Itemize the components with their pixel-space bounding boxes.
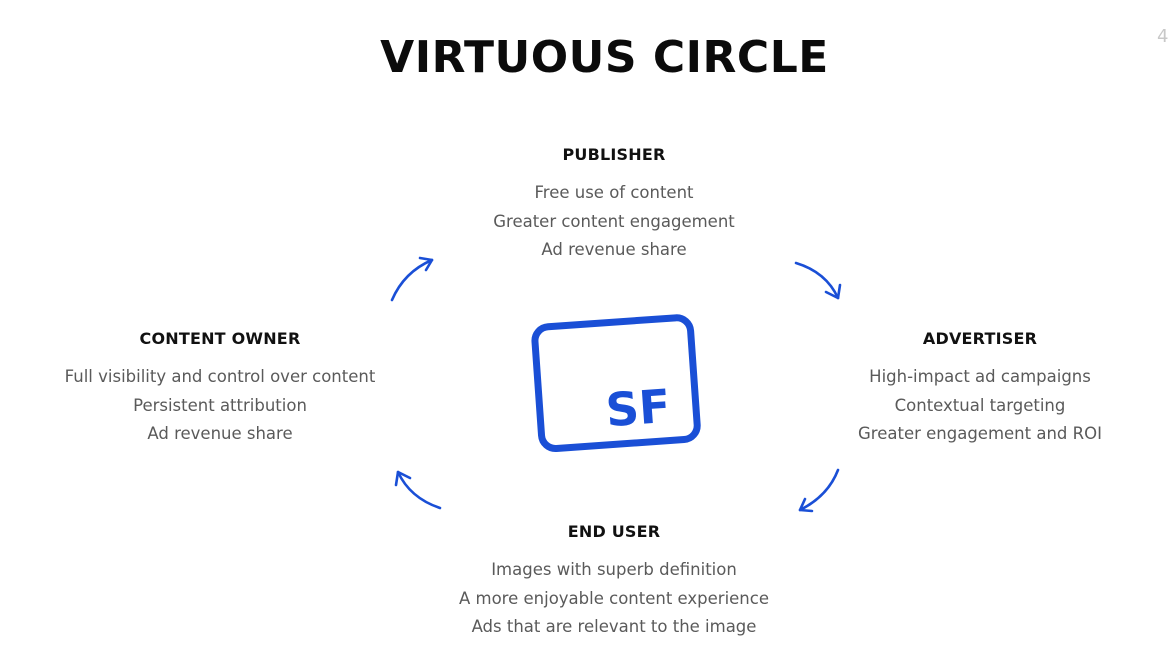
- end-user-node: END USER Images with superb definition A…: [420, 522, 808, 642]
- content-owner-benefit: Ad revenue share: [147, 424, 293, 443]
- publisher-node: PUBLISHER Free use of content Greater co…: [434, 145, 794, 265]
- content-owner-benefit: Full visibility and control over content: [64, 367, 376, 386]
- end-user-benefit: Images with superb definition: [491, 560, 737, 579]
- publisher-benefit: Free use of content: [534, 183, 694, 202]
- end-user-heading: END USER: [567, 522, 661, 541]
- advertiser-benefit: Greater engagement and ROI: [858, 424, 1102, 443]
- advertiser-benefit: Contextual targeting: [894, 395, 1066, 415]
- curved-arrow-icon: [794, 261, 842, 300]
- publisher-benefit: Greater content engagement: [493, 211, 735, 231]
- end-user-benefit: Ads that are relevant to the image: [471, 617, 757, 636]
- sf-logo-text: SF: [604, 379, 672, 437]
- content-owner-benefit: Persistent attribution: [133, 395, 307, 415]
- page-title: VIRTUOUS CIRCLE: [380, 32, 829, 83]
- publisher-heading: PUBLISHER: [562, 145, 666, 164]
- publisher-benefit: Ad revenue share: [541, 240, 687, 259]
- curved-arrow-icon: [394, 470, 442, 510]
- content-owner-node: CONTENT OWNER Full visibility and contro…: [30, 329, 410, 449]
- end-user-benefit: A more enjoyable content experience: [458, 588, 769, 608]
- advertiser-benefit: High-impact ad campaigns: [869, 367, 1091, 386]
- sf-logo-card-icon: SF: [531, 314, 701, 452]
- curved-arrow-icon: [390, 256, 434, 302]
- page-corner-mark: 4: [1157, 26, 1169, 47]
- curved-arrow-icon: [798, 468, 840, 513]
- advertiser-heading: ADVERTISER: [922, 329, 1038, 348]
- advertiser-node: ADVERTISER High-impact ad campaigns Cont…: [820, 329, 1140, 449]
- content-owner-heading: CONTENT OWNER: [139, 329, 301, 348]
